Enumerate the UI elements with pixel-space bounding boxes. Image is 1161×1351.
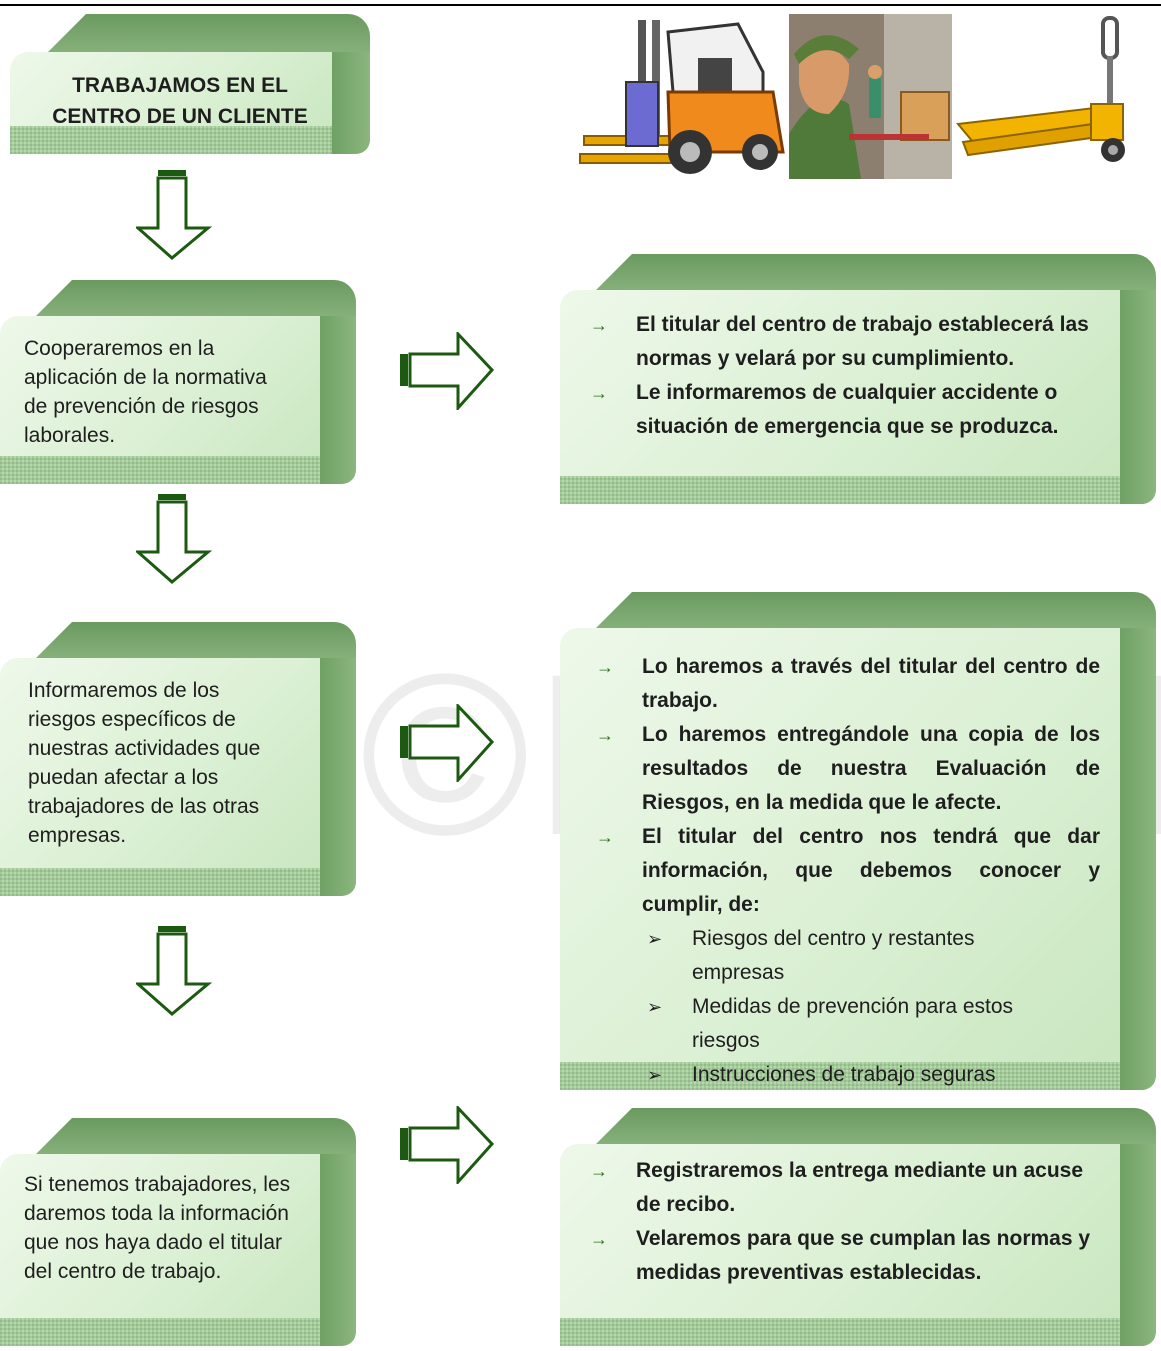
right-box-list: →El titular del centro de trabajo establ… [590,308,1090,444]
sub-list: ➢Riesgos del centro y restantes empresas… [642,922,1062,1092]
forklift-icon [579,20,785,174]
left-box-text: Informaremos de los riesgos específicos … [28,679,261,847]
arrow-bullet-icon: → [596,827,614,847]
triangle-bullet-icon: ➢ [647,1065,663,1085]
left-box-cooperate: Cooperaremos en la aplicación de la norm… [0,280,356,484]
list-item: →Velaremos para que se cumplan las norma… [590,1222,1104,1290]
left-box-workers: Si tenemos trabajadores, les daremos tod… [0,1118,356,1346]
arrow-bullet-icon: → [590,383,608,403]
down-arrow-icon [136,926,212,1016]
right-arrow-icon [400,1106,494,1184]
down-arrow-icon [136,170,212,260]
title-line-1: TRABAJAMOS EN EL [72,74,288,97]
sub-list-item: ➢Riesgos del centro y restantes empresas [642,922,1062,990]
right-box-owner-rules: →El titular del centro de trabajo establ… [560,254,1156,504]
illustrations [578,12,1138,180]
list-item: →Registraremos la entrega mediante un ac… [590,1154,1104,1222]
title-box: TRABAJAMOS EN EL CENTRO DE UN CLIENTE [10,14,370,154]
sub-list-item: ➢Medidas de prevención para estos riesgo… [642,990,1062,1058]
list-item: →El titular del centro nos tendrá que da… [596,820,1100,922]
right-box-list: →Registraremos la entrega mediante un ac… [590,1154,1104,1290]
down-arrow-icon [136,494,212,584]
right-box-how-inform: →Lo haremos a través del titular del cen… [560,592,1156,1090]
list-item: →Lo haremos entregándole una copia de lo… [596,718,1100,820]
arrow-bullet-icon: → [590,1161,608,1181]
arrow-bullet-icon: → [590,1229,608,1249]
list-item: →Le informaremos de cualquier accidente … [590,376,1090,444]
arrow-bullet-icon: → [596,657,614,677]
list-item: →Lo haremos a través del titular del cen… [596,650,1100,718]
arrow-bullet-icon: → [590,315,608,335]
right-arrow-icon [400,332,494,410]
pallet-jack-icon [956,16,1125,162]
right-arrow-icon [400,704,494,782]
sub-list-item: ➢Instrucciones de trabajo seguras [642,1058,1062,1092]
worker-scene-icon [789,14,952,179]
right-box-list: →Lo haremos a través del titular del cen… [596,650,1100,922]
list-item: →El titular del centro de trabajo establ… [590,308,1090,376]
left-box-text: Cooperaremos en la aplicación de la norm… [24,337,267,447]
top-rule [0,4,1161,6]
right-box-delivery: →Registraremos la entrega mediante un ac… [560,1108,1156,1346]
left-box-inform-risks: Informaremos de los riesgos específicos … [0,622,356,896]
arrow-bullet-icon: → [596,725,614,745]
left-box-text: Si tenemos trabajadores, les daremos tod… [24,1173,291,1283]
triangle-bullet-icon: ➢ [647,997,663,1017]
triangle-bullet-icon: ➢ [647,929,663,949]
title-line-2: CENTRO DE UN CLIENTE [52,105,308,128]
